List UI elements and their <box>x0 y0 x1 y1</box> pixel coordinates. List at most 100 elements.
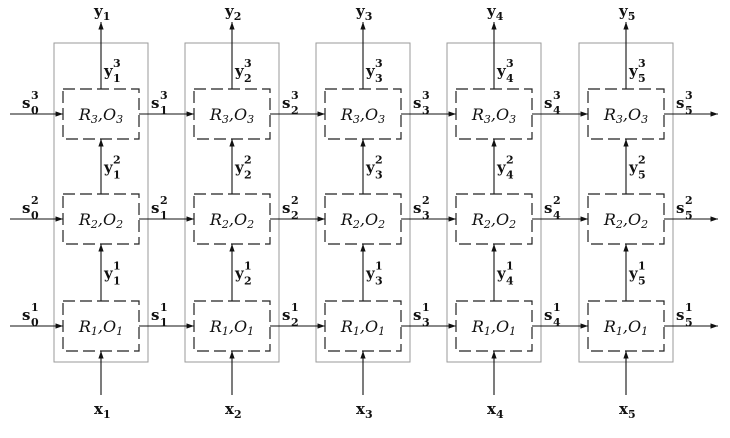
unit-box-layer-2-t3 <box>324 193 402 245</box>
inter-label-y4-2-sup: 2 <box>506 154 514 167</box>
inter-label-y3-1-sub: 3 <box>375 275 383 288</box>
inter-label-y2-3-sup: 3 <box>244 57 252 70</box>
state-label-s2-layer-2-sub: 2 <box>291 209 299 222</box>
inter-label-y2-3: y <box>234 62 245 80</box>
state-label-s0-layer-2-sup: 2 <box>31 194 39 207</box>
output-label-3: y3 <box>355 2 372 23</box>
state-label-s5-layer-2-sub: 5 <box>685 209 693 222</box>
input-label-4: x4 <box>487 400 504 421</box>
state-label-s2-layer-1-sup: 1 <box>291 301 299 314</box>
unit-label: R2,O2 <box>471 210 516 231</box>
state-label-s1-layer-3-sup: 3 <box>160 89 168 102</box>
unit-label: R2,O2 <box>603 210 648 231</box>
unit-label: R1,O1 <box>209 317 254 338</box>
inter-label-y2-1-sup: 1 <box>244 260 252 273</box>
inter-label-y4-2: y <box>496 159 507 177</box>
state-label-s5-layer-3: s <box>676 94 684 112</box>
inter-label-y3-2-sup: 2 <box>375 154 383 167</box>
state-label-s4-layer-2-sub: 4 <box>553 209 561 222</box>
state-label-s1-layer-3-sub: 1 <box>160 104 168 117</box>
state-label-s0-layer-1: s <box>22 306 30 324</box>
state-label-s2-layer-1-sub: 2 <box>291 316 299 329</box>
input-label-3: x3 <box>356 400 373 421</box>
state-label-s5-layer-1-sup: 1 <box>685 301 693 314</box>
state-label-s2-layer-3-sup: 3 <box>291 89 299 102</box>
input-label-5: x5 <box>619 400 636 421</box>
inter-label-y2-2: y <box>234 159 245 177</box>
inter-label-y2-2-sub: 2 <box>244 169 252 182</box>
state-label-s4-layer-3-sup: 3 <box>553 89 561 102</box>
inter-label-y5-3-sup: 3 <box>638 57 646 70</box>
state-label-s4-layer-1: s <box>544 306 552 324</box>
inter-label-y1-1: y <box>103 265 114 283</box>
state-label-s4-layer-1-sup: 1 <box>553 301 561 314</box>
timestep-column-4 <box>446 42 542 363</box>
inter-label-y5-2-sub: 5 <box>638 169 646 182</box>
state-label-s4-layer-3: s <box>544 94 552 112</box>
inter-label-y2-2-sup: 2 <box>244 154 252 167</box>
state-label-s2-layer-1: s <box>282 306 290 324</box>
state-label-s3-layer-1: s <box>413 306 421 324</box>
unit-label: R3,O3 <box>340 105 385 126</box>
state-label-s0-layer-3-sup: 3 <box>31 89 39 102</box>
output-label-5: y5 <box>618 2 635 23</box>
state-label-s0-layer-2: s <box>22 199 30 217</box>
state-label-s5-layer-2-sup: 2 <box>685 194 693 207</box>
unit-label: R2,O2 <box>209 210 254 231</box>
state-label-s1-layer-1: s <box>151 306 159 324</box>
state-label-s5-layer-1: s <box>676 306 684 324</box>
unit-box-layer-1-t2 <box>193 300 271 352</box>
state-label-s3-layer-2-sup: 2 <box>422 194 430 207</box>
inter-label-y2-3-sub: 2 <box>244 72 252 85</box>
unit-label: R1,O1 <box>78 317 123 338</box>
state-label-s3-layer-2: s <box>413 199 421 217</box>
state-label-s1-layer-2-sub: 1 <box>160 209 168 222</box>
state-label-s3-layer-3-sub: 3 <box>422 104 430 117</box>
state-label-s4-layer-1-sub: 4 <box>553 316 561 329</box>
inter-label-y2-1: y <box>234 265 245 283</box>
inter-label-y5-1: y <box>628 265 639 283</box>
inter-label-y1-1-sup: 1 <box>113 260 121 273</box>
state-label-s4-layer-3-sub: 4 <box>553 104 561 117</box>
state-label-s5-layer-2: s <box>676 199 684 217</box>
state-label-s0-layer-1-sup: 1 <box>31 301 39 314</box>
inter-label-y2-1-sub: 2 <box>244 275 252 288</box>
state-label-s3-layer-1-sup: 1 <box>422 301 430 314</box>
state-label-s3-layer-1-sub: 3 <box>422 316 430 329</box>
unit-box-layer-2-t4 <box>455 193 533 245</box>
unit-label: R2,O2 <box>340 210 385 231</box>
inter-label-y3-3: y <box>365 62 376 80</box>
unit-box-layer-3-t4 <box>455 88 533 140</box>
state-label-s3-layer-3-sup: 3 <box>422 89 430 102</box>
inter-label-y3-3-sub: 3 <box>375 72 383 85</box>
inter-label-y4-3: y <box>496 62 507 80</box>
output-label-4: y4 <box>486 2 504 23</box>
unit-box-layer-1-t4 <box>455 300 533 352</box>
timestep-column-2 <box>184 42 280 363</box>
inter-label-y5-2-sup: 2 <box>638 154 646 167</box>
inter-label-y3-2-sub: 3 <box>375 169 383 182</box>
inter-label-y3-1: y <box>365 265 376 283</box>
state-label-s5-layer-3-sub: 5 <box>685 104 693 117</box>
state-label-s0-layer-2-sub: 0 <box>31 209 39 222</box>
timestep-column-5 <box>578 42 674 363</box>
unit-box-layer-2-t5 <box>587 193 665 245</box>
state-label-s5-layer-1-sub: 5 <box>685 316 693 329</box>
state-label-s0-layer-1-sub: 0 <box>31 316 39 329</box>
unit-box-layer-3-t3 <box>324 88 402 140</box>
inter-label-y5-1-sub: 5 <box>638 275 646 288</box>
inter-label-y3-1-sup: 1 <box>375 260 383 273</box>
inter-label-y4-1: y <box>496 265 507 283</box>
inter-label-y1-3-sup: 3 <box>113 57 121 70</box>
inter-label-y1-2-sup: 2 <box>113 154 121 167</box>
inter-label-y4-3-sup: 3 <box>506 57 514 70</box>
state-label-s4-layer-2-sup: 2 <box>553 194 561 207</box>
state-label-s2-layer-2: s <box>282 199 290 217</box>
unit-box-layer-1-t3 <box>324 300 402 352</box>
unit-label: R3,O3 <box>603 105 648 126</box>
state-label-s1-layer-3: s <box>151 94 159 112</box>
output-label-1: y1 <box>93 2 110 23</box>
state-label-s1-layer-2-sup: 2 <box>160 194 168 207</box>
